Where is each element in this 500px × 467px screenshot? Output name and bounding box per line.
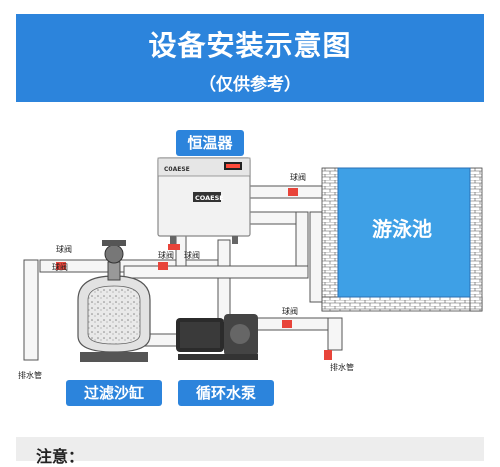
- drain-label-right: 排水管: [330, 362, 354, 372]
- filter-label: 过滤沙缸: [66, 380, 162, 406]
- page-subtitle: （仅供参考）: [199, 75, 301, 95]
- note-label: 注意：: [36, 447, 85, 466]
- valve-label-6: 球阀: [282, 306, 298, 316]
- note-bar: 注意：: [16, 437, 484, 466]
- heater-unit: [157, 157, 251, 244]
- valve-label-1: 球阀: [56, 244, 72, 254]
- circulation-pump: [176, 314, 258, 360]
- heater-label: 恒温器: [176, 130, 244, 156]
- sand-filter: [77, 240, 151, 362]
- valve-markers: [56, 188, 332, 360]
- valve-label-3: 球阀: [158, 250, 174, 260]
- valve-label-5: 球阀: [290, 172, 306, 182]
- page-title: 设备安装示意图: [148, 29, 352, 62]
- valve-label-2: 球阀: [52, 262, 68, 272]
- title-banner: 设备安装示意图 （仅供参考）: [16, 14, 484, 102]
- heater-brand-top: C0AESE: [164, 166, 190, 173]
- pool-label: 游泳池: [372, 217, 432, 241]
- heater-brand: COAESE: [195, 194, 224, 202]
- pool-wall: [321, 167, 483, 312]
- drain-label-left: 排水管: [18, 370, 42, 380]
- pump-label: 循环水泵: [178, 380, 274, 406]
- pool-water: [337, 167, 471, 298]
- valve-label-4: 球阀: [184, 250, 200, 260]
